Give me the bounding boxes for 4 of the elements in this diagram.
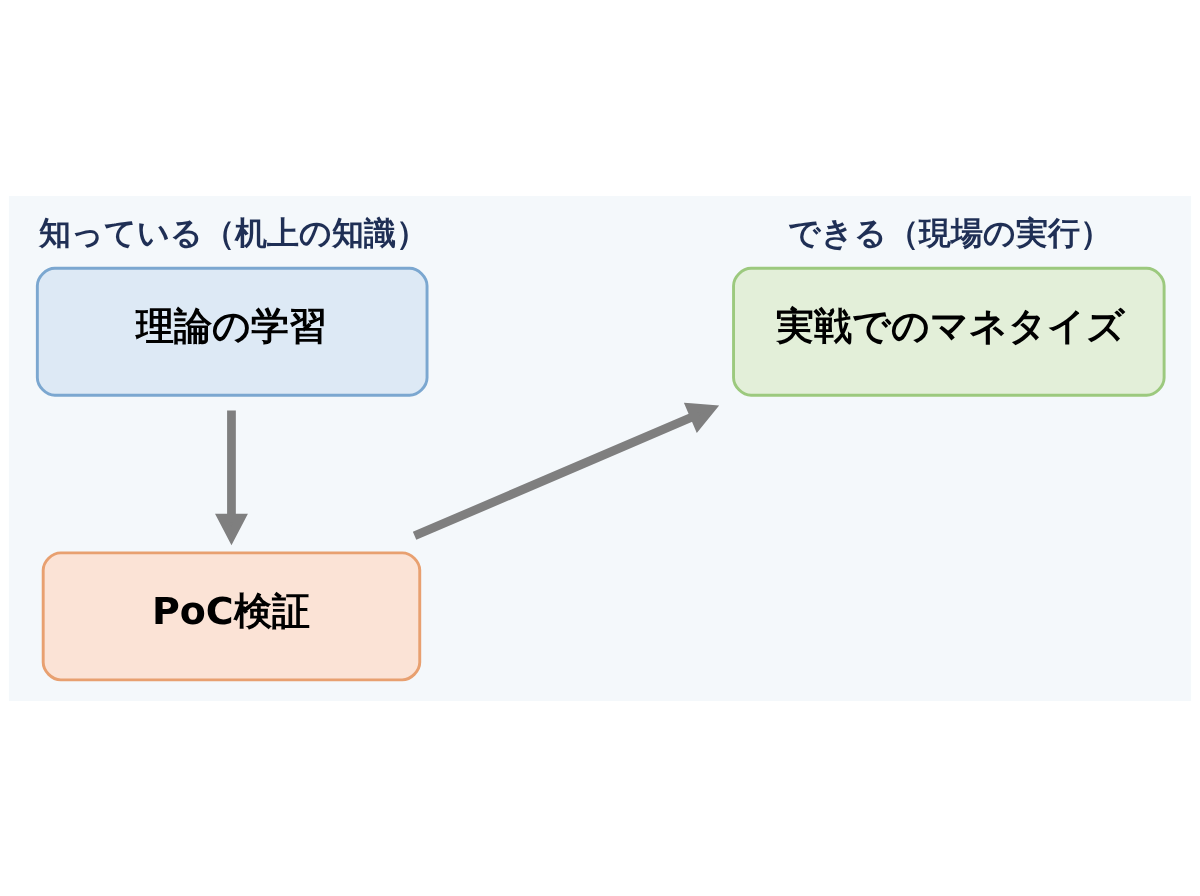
node-label: できる（現場の実行）	[787, 213, 1112, 252]
arrow	[412, 402, 720, 540]
arrow	[215, 410, 248, 545]
node-label: 知っている（机上の知識）	[38, 213, 428, 252]
